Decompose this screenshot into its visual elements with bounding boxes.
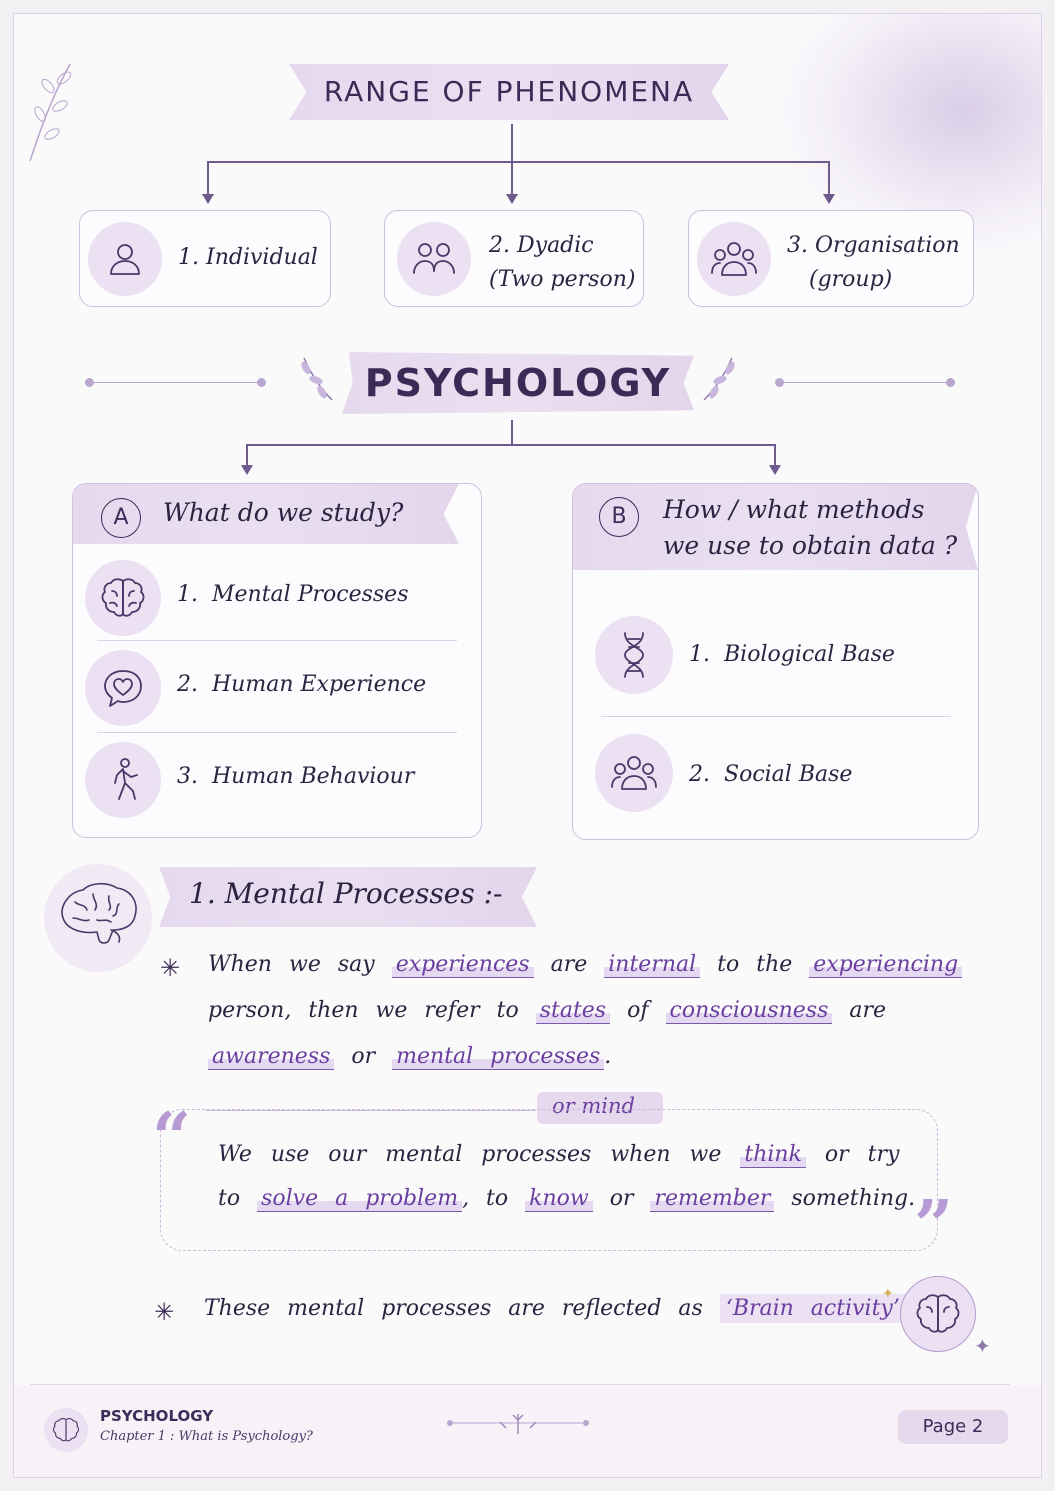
open-quote-icon: “ (152, 1098, 192, 1178)
connector (511, 124, 513, 162)
paragraph-2: These mental processes are reflected as … (204, 1294, 913, 1323)
asterisk-bullet-icon: ✳ (154, 1298, 175, 1326)
title-rule-left (89, 382, 261, 383)
leaf-right-icon (703, 357, 735, 401)
badge-b: B (599, 497, 639, 537)
connector (246, 444, 776, 446)
group-icon (697, 222, 771, 296)
mental-heading: 1. Mental Processes :- (159, 867, 537, 927)
divider (206, 1110, 536, 1111)
dna-icon (595, 616, 673, 694)
section-b-header (573, 484, 978, 570)
footer-chapter: Chapter 1 : What is Psychology? (100, 1429, 313, 1444)
dot (946, 378, 955, 387)
footer-brain-icon (44, 1408, 88, 1452)
range-title: RANGE OF PHENOMENA (289, 64, 729, 120)
asterisk-bullet-icon: ✳ (160, 954, 181, 982)
footer-ornament-icon (447, 1414, 589, 1434)
connector (207, 161, 209, 195)
heart-speech-icon (85, 650, 161, 726)
title-rule-right (779, 382, 951, 383)
main-title-text: PSYCHOLOGY (364, 361, 672, 405)
range-item-label: 1. Individual (178, 245, 318, 270)
page: RANGE OF PHENOMENA 1. Individual 2. Dyad… (13, 13, 1042, 1478)
study-item-experience: 2. Human Experience (177, 672, 427, 697)
badge-a: A (101, 498, 141, 538)
close-quote-icon: ” (914, 1186, 954, 1266)
range-item-label: 3. Organisation (group) (787, 233, 960, 292)
dot (85, 378, 94, 387)
method-item-social: 2. Social Base (689, 762, 853, 787)
arrow-down-icon (769, 465, 781, 475)
footer-band (14, 1385, 1041, 1477)
mental-heading-text: 1. Mental Processes :- (189, 877, 503, 910)
quote-line-1: We use our mental processes when we thin… (218, 1142, 900, 1168)
arrow-down-icon (241, 465, 253, 475)
footer-subject: PSYCHOLOGY (100, 1407, 214, 1425)
connector (207, 161, 830, 163)
method-item-biological: 1. Biological Base (689, 642, 895, 667)
divider (97, 732, 457, 733)
or-mind-tag (537, 1092, 663, 1124)
range-title-text: RANGE OF PHENOMENA (323, 75, 695, 108)
main-title: PSYCHOLOGY (342, 352, 694, 414)
quote-box (160, 1109, 938, 1251)
leaf-sprig-icon (29, 63, 72, 162)
brain-illustration-icon (44, 864, 152, 972)
two-people-icon (397, 222, 471, 296)
connector (774, 444, 776, 466)
paragraph-1-line-1: When we say experiences are internal to … (208, 952, 963, 978)
group-icon (595, 734, 673, 812)
person-icon (88, 222, 162, 296)
range-item-label: 2. Dyadic (Two person) (489, 233, 636, 292)
connector (828, 161, 830, 195)
footer-rule (30, 1384, 1010, 1385)
connector (246, 444, 248, 466)
sparkle-icon: ✦ (882, 1286, 894, 1302)
sparkle-icon: ✦ (974, 1334, 991, 1358)
quote-line-2: to solve a problem, to know or remember … (218, 1186, 916, 1212)
arrow-down-icon (202, 194, 214, 204)
dot (257, 378, 266, 387)
study-item-behaviour: 3. Human Behaviour (177, 764, 415, 789)
divider (601, 716, 951, 717)
study-item-mental: 1. Mental Processes (177, 582, 409, 607)
connector (511, 161, 513, 195)
section-a-heading: What do we study? (163, 498, 404, 527)
paragraph-1-line-2: person, then we refer to states of consc… (208, 998, 887, 1024)
page-number: Page 2 (922, 1416, 984, 1437)
connector (511, 420, 513, 445)
section-a-card: A What do we study? 1. Mental Processes … (72, 483, 482, 838)
or-mind-text: or mind (552, 1094, 635, 1118)
dot (775, 378, 784, 387)
page-number-badge: Page 2 (898, 1410, 1008, 1444)
brain-icon (85, 560, 161, 636)
range-card-dyadic: 2. Dyadic (Two person) (384, 210, 644, 307)
divider (97, 640, 457, 641)
paragraph-1-line-3: awareness or mental processes. (208, 1044, 611, 1070)
range-card-organisation: 3. Organisation (group) (688, 210, 974, 307)
walking-person-icon (85, 742, 161, 818)
range-card-individual: 1. Individual (79, 210, 331, 307)
leaf-left-icon (301, 357, 333, 401)
arrow-down-icon (506, 194, 518, 204)
brain-icon (900, 1276, 976, 1352)
arrow-down-icon (823, 194, 835, 204)
